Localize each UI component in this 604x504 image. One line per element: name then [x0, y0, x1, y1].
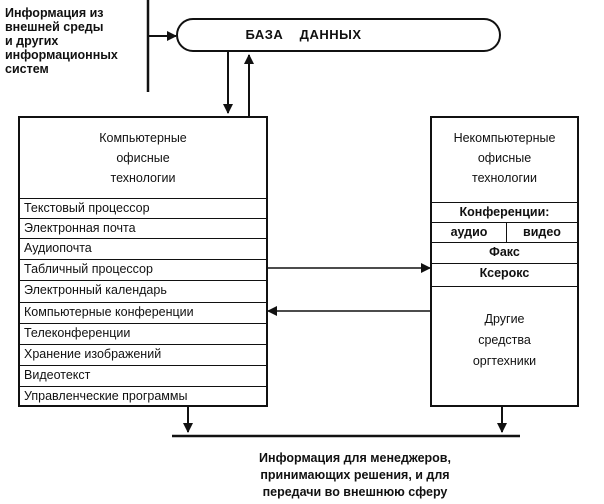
noncomputer-tech-title-line: технологии [471, 171, 537, 185]
noncomputer-tech-box: Некомпьютерные офисные технологии Конфер… [430, 116, 579, 407]
computer-tech-title-line: Компьютерные [99, 131, 187, 145]
output-info-line: принимающих решения, и для [260, 468, 450, 482]
computer-tech-item: Видеотекст [20, 365, 266, 385]
other-equipment-line: средства [478, 333, 531, 347]
external-info-line: Информация из [5, 6, 104, 20]
computer-tech-item: Табличный процессор [20, 259, 266, 279]
computer-tech-item: Хранение изображений [20, 344, 266, 364]
computer-tech-item: Электронная почта [20, 218, 266, 238]
noncomputer-tech-title: Некомпьютерные офисные технологии [432, 128, 577, 188]
computer-tech-item: Текстовый процессор [20, 198, 266, 218]
external-info-line: информационных [5, 48, 118, 62]
external-info-line: и других [5, 34, 59, 48]
database-label: БАЗА ДАННЫХ [245, 27, 362, 42]
computer-tech-title-line: технологии [110, 171, 176, 185]
other-equipment-text: Другие средства оргтехники [432, 309, 577, 372]
conferences-label: Конференции: [432, 202, 577, 222]
audio-video-row: аудио видео [432, 222, 577, 242]
external-info-line: внешней среды [5, 20, 104, 34]
computer-tech-title: Компьютерные офисные технологии [20, 128, 266, 188]
video-label: видео [523, 225, 561, 239]
external-info-text: Информация из внешней среды и других инф… [5, 6, 145, 76]
computer-tech-title-line: офисные [116, 151, 170, 165]
other-equipment-line: оргтехники [472, 354, 537, 368]
noncomputer-tech-title-line: офисные [477, 151, 532, 165]
output-info-line: передачи во внешнюю сферу [262, 485, 448, 499]
other-equipment-line: Другие [484, 312, 525, 326]
computer-tech-box: Компьютерные офисные технологии Текстовы… [18, 116, 268, 407]
computer-tech-item: Аудиопочта [20, 238, 266, 258]
computer-tech-item: Компьютерные конференции [20, 302, 266, 322]
audio-label: аудио [450, 225, 488, 239]
fax-label: Факс [432, 242, 577, 262]
output-info-line: Информация для менеджеров, [259, 451, 451, 465]
noncomputer-tech-title-line: Некомпьютерные [453, 131, 556, 145]
output-info-text: Информация для менеджеров, принимающих р… [210, 450, 500, 501]
audio-video-divider [506, 223, 507, 242]
computer-tech-item: Телеконференции [20, 323, 266, 343]
computer-tech-item: Электронный календарь [20, 280, 266, 300]
external-info-line: систем [5, 62, 49, 76]
computer-tech-item: Управленческие программы [20, 386, 266, 406]
other-equipment-section: Другие средства оргтехники [432, 286, 577, 406]
database-box: БАЗА ДАННЫХ [176, 18, 501, 52]
xerox-label: Ксерокс [432, 263, 577, 283]
